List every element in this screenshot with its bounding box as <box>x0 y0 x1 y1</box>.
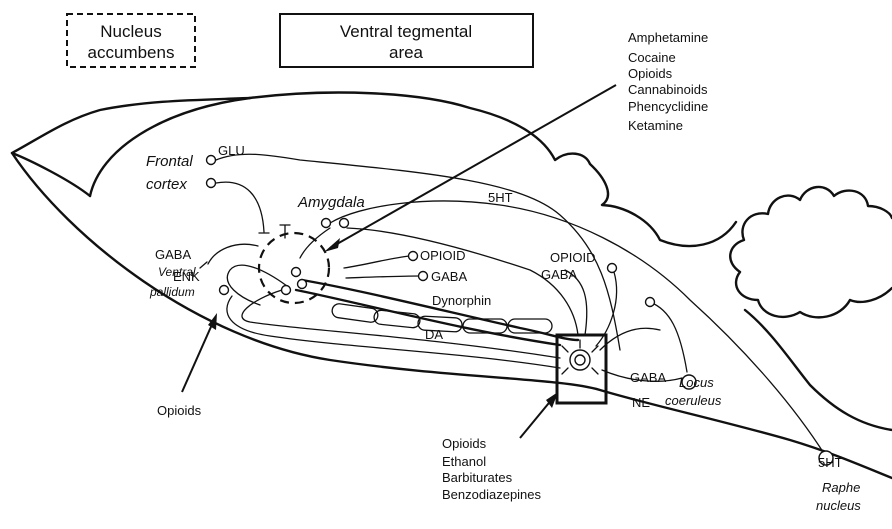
amygdala-label: Amygdala <box>297 194 365 211</box>
ventral-pallidum-label-line2: pallidum <box>149 285 195 299</box>
nucleus-accumbens-title-line1: Nucleus <box>100 22 161 41</box>
da-label: DA <box>425 327 443 342</box>
drug-item: Barbiturates <box>442 470 513 485</box>
gaba-right-label: GABA <box>541 267 577 282</box>
gaba-na-path <box>346 276 420 278</box>
ventral-pallidum-neuron <box>220 286 229 295</box>
drugs-bottom-list: Opioids Ethanol Barbiturates Benzodiazep… <box>442 436 542 502</box>
raphe-nucleus-label-line2: nucleus <box>816 498 861 513</box>
drug-item: Cannabinoids <box>628 82 708 97</box>
drug-item: Opioids <box>628 66 673 81</box>
transmitter-labels: GLU GABA ENK 5HT OPIOID GABA OPIOID GABA… <box>155 143 843 470</box>
raphe-nucleus-label-line1: Raphe <box>822 480 860 495</box>
drug-item: Benzodiazepines <box>442 487 542 502</box>
na-to-vp-loop <box>227 265 287 305</box>
vta-title-line1: Ventral tegmental <box>340 22 472 41</box>
drug-item: Ketamine <box>628 118 683 133</box>
ne-label: NE <box>632 395 650 410</box>
opioid-na-path <box>344 256 410 268</box>
drugs-left-arrow <box>182 320 214 392</box>
5ht-top-label: 5HT <box>488 190 513 205</box>
vp-to-vta <box>227 296 560 368</box>
gaba-lc-label: GABA <box>630 370 666 385</box>
drugs-left-label: Opioids <box>157 403 202 418</box>
5ht-raphe-label: 5HT <box>818 455 843 470</box>
opioid-mid-label: OPIOID <box>420 248 466 263</box>
synapse-bar <box>200 262 207 268</box>
vta-gaba-neuron <box>608 264 617 273</box>
frontal-cortex-label-line1: Frontal <box>146 153 193 170</box>
drug-item: Ethanol <box>442 454 486 469</box>
glu-label: GLU <box>218 143 245 158</box>
vta-to-lc <box>600 328 660 350</box>
nucleus-accumbens-title-line2: accumbens <box>88 43 175 62</box>
na-neuron <box>282 286 291 295</box>
enk-label: ENK <box>173 269 200 284</box>
opioid-right-label: OPIOID <box>550 250 596 265</box>
drugs-bottom-arrow <box>520 398 553 438</box>
frontal-cortex-label-line2: cortex <box>146 176 187 193</box>
enk-gaba-path <box>208 244 258 264</box>
gaba-left-label: GABA <box>155 247 191 262</box>
na-neuron <box>292 268 301 277</box>
frontal-cortex-neuron <box>207 179 216 188</box>
locus-coeruleus-label-line2: coeruleus <box>665 393 722 408</box>
glu-to-na <box>216 182 264 232</box>
lc-gaba-neuron <box>646 298 655 307</box>
drug-item: Amphetamine <box>628 30 708 45</box>
vta-title-line2: area <box>389 43 424 62</box>
drugs-top-list: Amphetamine Cocaine Opioids Cannabinoids… <box>628 30 708 133</box>
amygdala-to-na <box>300 228 330 258</box>
dynorphin-label: Dynorphin <box>432 293 491 308</box>
cerebellum <box>730 187 892 317</box>
amygdala-neuron <box>340 219 349 228</box>
drug-item: Opioids <box>442 436 487 451</box>
brainstem-outline <box>745 310 892 430</box>
locus-coeruleus-label-line1: Locus <box>679 375 714 390</box>
drug-item: Phencyclidine <box>628 99 708 114</box>
arrowhead <box>324 238 340 252</box>
lc-gaba-path <box>650 302 687 372</box>
drug-item: Cocaine <box>628 50 676 65</box>
brain-outline-lower <box>12 153 892 478</box>
gaba-mid-label: GABA <box>431 269 467 284</box>
vta-dopamine-neuron <box>562 340 598 374</box>
opioid-neuron <box>409 252 418 261</box>
amygdala-neuron <box>322 219 331 228</box>
gaba-neuron <box>419 272 428 281</box>
na-neuron <box>298 280 307 289</box>
frontal-cortex-neuron <box>207 156 216 165</box>
